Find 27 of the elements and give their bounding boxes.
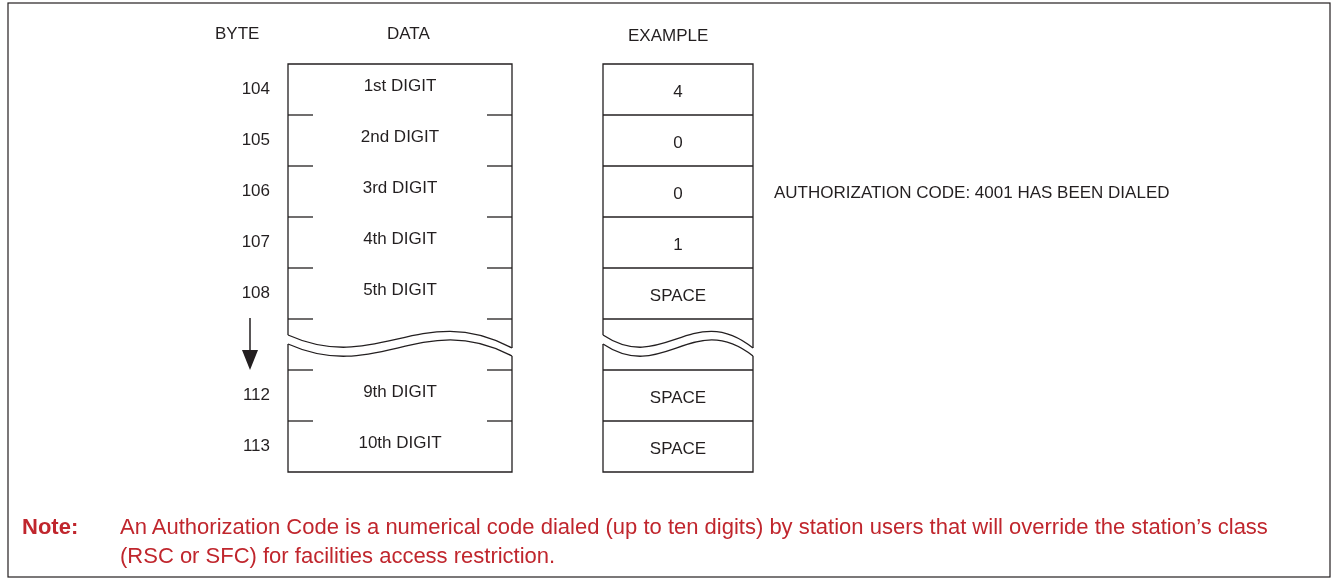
- column-header: BYTE: [215, 24, 260, 44]
- annotation-text: AUTHORIZATION CODE: 4001 HAS BEEN DIALED: [774, 183, 1170, 203]
- byte-number: 108: [241, 283, 270, 303]
- example-value: 0: [673, 183, 683, 204]
- byte-number: 106: [241, 181, 270, 201]
- byte-number: 107: [241, 232, 270, 252]
- byte-number: 113: [242, 436, 270, 456]
- data-field-label: 5th DIGIT: [363, 279, 437, 300]
- example-value: 1: [673, 234, 683, 255]
- example-value: SPACE: [649, 285, 707, 306]
- example-value: 0: [673, 132, 683, 153]
- data-field-label: 1st DIGIT: [363, 75, 437, 96]
- byte-number: 105: [241, 130, 270, 150]
- example-value: 4: [673, 81, 683, 102]
- byte-number: 104: [241, 79, 270, 99]
- data-field-label: 3rd DIGIT: [362, 177, 438, 198]
- column-header: EXAMPLE: [628, 26, 709, 46]
- column-header: DATA: [387, 24, 430, 44]
- data-field-label: 10th DIGIT: [358, 432, 442, 453]
- example-value: SPACE: [649, 387, 707, 408]
- note-label: Note:: [22, 513, 79, 541]
- example-value: SPACE: [649, 438, 707, 459]
- data-field-label: 2nd DIGIT: [360, 126, 440, 147]
- byte-number: 112: [242, 385, 270, 405]
- data-field-label: 9th DIGIT: [363, 381, 437, 402]
- data-field-label: 4th DIGIT: [363, 228, 437, 249]
- note-text: An Authorization Code is a numerical code dialed (up to ten digits) by station users that will override the station’s class (RSC or SFC) for facilities access restriction.: [120, 513, 1269, 570]
